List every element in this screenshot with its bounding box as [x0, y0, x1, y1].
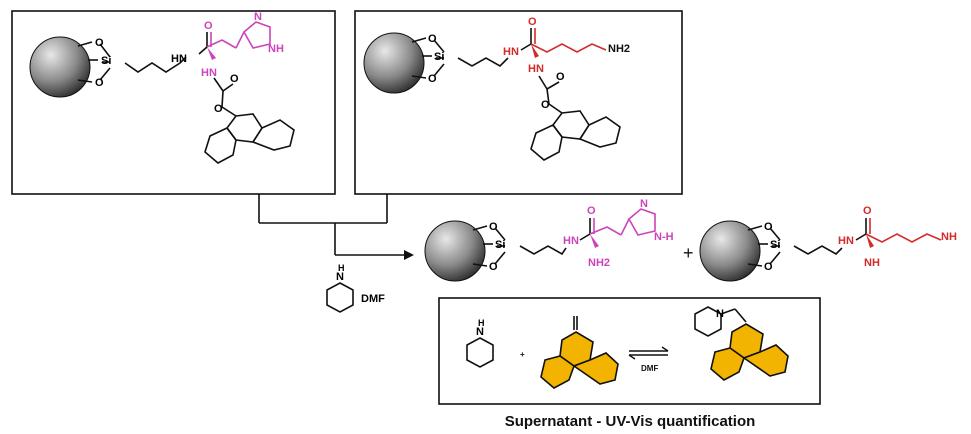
silica-bead-icon: [424, 220, 486, 282]
svg-text:N: N: [640, 198, 648, 210]
svg-text:Si: Si: [495, 239, 505, 251]
svg-text:O: O: [95, 37, 104, 49]
svg-text:O: O: [541, 99, 550, 111]
svg-text:Si: Si: [101, 55, 111, 67]
svg-text:O: O: [764, 221, 773, 233]
svg-text:O: O: [214, 103, 223, 115]
silica-bead-icon: [29, 36, 91, 98]
svg-text:O: O: [863, 205, 872, 217]
piperidine-h-label: H: [338, 263, 345, 273]
svg-text:N: N: [254, 11, 262, 23]
silica-bead-icon: [699, 220, 761, 282]
supernatant-panel: [438, 297, 821, 405]
svg-text:O: O: [528, 16, 537, 28]
plus-sign: +: [683, 243, 694, 263]
svg-text:O: O: [204, 20, 213, 32]
piperidine-h-label-2: H: [478, 318, 485, 328]
svg-text:N-H: N-H: [654, 231, 674, 243]
fmoc-piperidine-adduct-icon: [694, 306, 789, 381]
svg-text:HN: HN: [563, 235, 579, 247]
svg-text:HN: HN: [528, 63, 544, 75]
svg-text:O: O: [428, 33, 437, 45]
svg-text:NH: NH: [268, 43, 284, 55]
svg-text:O: O: [489, 221, 498, 233]
svg-text:O: O: [489, 261, 498, 273]
svg-text:O: O: [587, 205, 596, 217]
svg-text:Si: Si: [770, 239, 780, 251]
svg-text:NH: NH: [941, 231, 957, 243]
lys-product-atom-labels: O Si O HN O NH NH: [764, 205, 957, 273]
solvent-label: DMF: [361, 293, 385, 305]
fmoc-his-panel: [11, 10, 336, 195]
reaction-arrow-head: [404, 250, 414, 260]
fmoc-lys-atom-labels: O Si O HN O HN NH2 O O: [428, 16, 630, 111]
his-product-atom-labels: O Si O HN O NH2 N N-H: [489, 198, 674, 273]
svg-text:Si: Si: [434, 51, 444, 63]
fmoc-lys-silica-structure: [363, 28, 621, 161]
svg-text:O: O: [764, 261, 773, 273]
lys-silica-product: [699, 218, 942, 282]
svg-text:O: O: [230, 73, 239, 85]
equilibrium-solvent-label: DMF: [641, 364, 658, 373]
svg-text:O: O: [95, 77, 104, 89]
svg-text:HN: HN: [838, 235, 854, 247]
svg-text:HN: HN: [201, 67, 217, 79]
svg-text:HN: HN: [503, 46, 519, 58]
svg-text:NH2: NH2: [588, 257, 610, 269]
fmoc-his-silica-structure: [29, 21, 295, 164]
piperidine-n-label: N: [476, 326, 484, 338]
silica-bead-icon: [363, 32, 425, 94]
piperidine-nh-label: N: [336, 271, 344, 283]
svg-text:NH: NH: [864, 257, 880, 269]
fmoc-his-atom-labels: O Si O HN O HN N NH O O: [95, 11, 284, 115]
svg-text:O: O: [428, 73, 437, 85]
piperidine-reagent-icon: [326, 282, 354, 313]
equilibrium-arrows-icon: [628, 346, 669, 360]
reaction-connector: [258, 194, 407, 256]
supernatant-plus: +: [520, 350, 525, 359]
dibenzofulvene-icon: [540, 316, 619, 389]
svg-text:HN: HN: [171, 53, 187, 65]
adduct-n-label: N: [716, 308, 724, 320]
svg-text:O: O: [556, 71, 565, 83]
his-silica-product: [424, 208, 656, 282]
svg-text:NH2: NH2: [608, 43, 630, 55]
supernatant-caption: Supernatant - UV-Vis quantification: [505, 413, 756, 430]
fmoc-lys-panel: [354, 10, 683, 195]
piperidine-icon: [466, 337, 494, 368]
